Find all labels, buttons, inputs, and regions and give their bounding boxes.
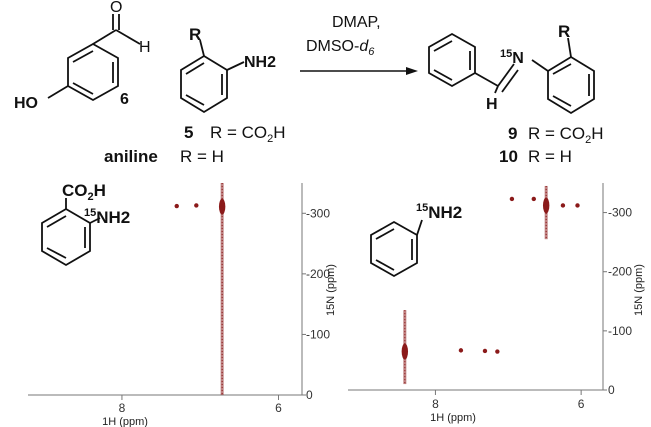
cross-peak	[174, 203, 179, 209]
hmbc-spectrum-aniline: 8 6 -300 -200 -100 0 1H (ppm) 15N (ppm)	[348, 183, 645, 424]
reaction-arrow	[300, 67, 418, 75]
reagent-dmso: DMSO-d6	[306, 38, 375, 58]
product-h-label: H	[486, 96, 498, 113]
x-tick-label: 8	[119, 401, 126, 415]
compound-number-5: 5	[184, 123, 193, 142]
compound-number-10: 10	[499, 147, 518, 166]
y-tick-label: -100	[306, 327, 330, 341]
cross-peak	[218, 198, 226, 215]
aniline-structure	[370, 219, 423, 278]
y-tick-label: -100	[608, 324, 632, 338]
reagent-dmap: DMAP,	[332, 14, 381, 31]
imine-product	[428, 32, 595, 115]
aldehyde-6	[47, 14, 141, 102]
hmbc-spectrum-anthranilic: 8 6 -300 -200 -100 0 1H (ppm) 15N (ppm)	[28, 183, 337, 427]
cross-peak	[482, 348, 488, 354]
product-15n-label: 15N	[500, 48, 524, 67]
x-axis-title: 1H (ppm)	[430, 412, 476, 424]
cross-peak	[401, 343, 409, 360]
label-10-r-value: R = H	[528, 147, 572, 166]
aldehyde-ho-label: HO	[14, 95, 38, 112]
y-tick-label: 0	[608, 383, 615, 397]
cross-peak	[509, 196, 515, 202]
y-tick-label: -300	[608, 206, 632, 220]
x-tick-label: 6	[578, 397, 585, 411]
amine-nh2-label: NH2	[244, 54, 276, 71]
cross-peak	[495, 349, 500, 354]
y-axis-title: 15N (ppm)	[633, 264, 645, 316]
aniline-r-value: R = H	[180, 147, 224, 166]
amine-5	[180, 39, 245, 114]
cross-peak	[575, 203, 580, 208]
aldehyde-h-label: H	[139, 39, 151, 56]
cross-peak	[194, 203, 199, 208]
aniline-label: aniline	[104, 147, 158, 166]
right-15nh2-label: 15NH2	[416, 202, 462, 222]
compound-number-6: 6	[120, 91, 129, 108]
x-tick-label: 6	[275, 401, 282, 415]
y-tick-label: -300	[306, 206, 330, 220]
amine-r-label: R	[189, 25, 201, 44]
left-15nh2-label: 15NH2	[84, 207, 130, 227]
x-axis-title: 1H (ppm)	[102, 416, 148, 427]
compound-number-9: 9	[508, 124, 517, 143]
y-tick-label: 0	[306, 388, 313, 402]
anthranilic-acid-structure	[41, 198, 101, 267]
y-axis-title: 15N (ppm)	[325, 264, 337, 316]
label-5-r-value: R = CO2H	[210, 123, 286, 145]
cross-peak	[531, 196, 536, 202]
label-9-r-value: R = CO2H	[528, 124, 604, 146]
left-co2h-label: CO2H	[62, 181, 106, 203]
cross-peak	[560, 203, 566, 208]
product-r-label: R	[558, 22, 570, 41]
y-tick-label: -200	[306, 267, 330, 281]
y-tick-label: -200	[608, 265, 632, 279]
cross-peak	[542, 197, 550, 214]
cross-peak	[458, 348, 464, 353]
aldehyde-o-label: O	[110, 0, 122, 16]
x-tick-label: 8	[432, 397, 439, 411]
